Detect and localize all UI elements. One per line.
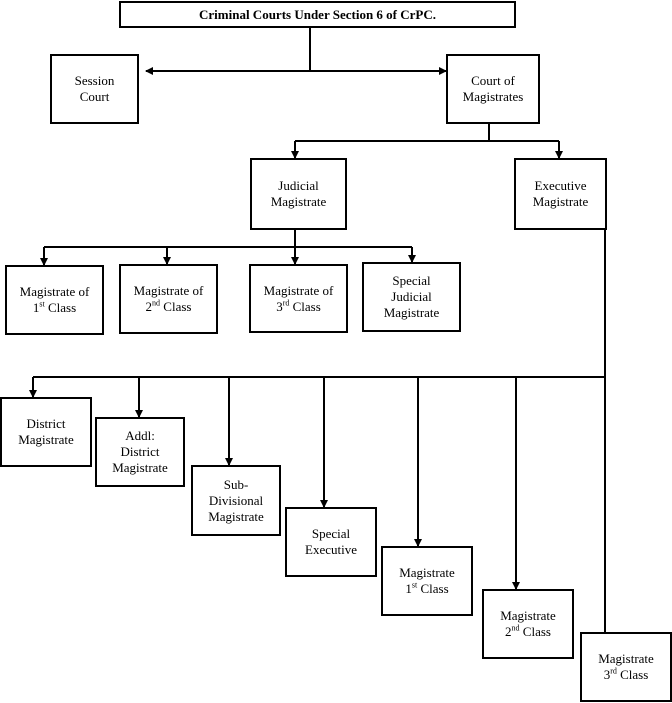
sub-divisional-magistrate-box: Sub- Divisional Magistrate (191, 465, 281, 536)
judicial-second-class-box: Magistrate of 2nd Class (119, 264, 218, 334)
judicial-third-class-line1: Magistrate of (263, 282, 334, 298)
judicial-magistrate-line2: Magistrate (270, 194, 327, 209)
executive-third-class-box: Magistrate 3rd Class (580, 632, 672, 702)
district-magistrate-line1: District (26, 416, 66, 431)
title-text: Criminal Courts Under Section 6 of CrPC. (199, 6, 436, 22)
judicial-second-class-line2: 2nd Class (145, 298, 192, 314)
court-of-magistrates-line2: Magistrates (462, 89, 524, 104)
session-court-line1: Session (74, 73, 115, 88)
executive-magistrate-line1: Executive (534, 178, 587, 193)
addl-district-magistrate-box: Addl: District Magistrate (95, 417, 185, 487)
executive-second-class-box: Magistrate 2nd Class (482, 589, 574, 659)
judicial-first-class-box: Magistrate of 1st Class (5, 265, 104, 335)
judicial-first-class-line2: 1st Class (32, 299, 77, 315)
special-judicial-magistrate-box: Special Judicial Magistrate (362, 262, 461, 332)
court-of-magistrates-line1: Court of (471, 73, 515, 88)
executive-magistrate-box: Executive Magistrate (514, 158, 607, 230)
addl-district-line2: District (120, 444, 160, 459)
executive-third-class-line2: 3rd Class (603, 666, 649, 682)
session-court-line2: Court (79, 89, 110, 104)
executive-first-class-line1: Magistrate (399, 565, 455, 580)
title-box: Criminal Courts Under Section 6 of CrPC. (119, 1, 516, 28)
judicial-second-class-line1: Magistrate of (133, 283, 204, 298)
special-executive-box: Special Executive (285, 507, 377, 577)
executive-first-class-line2: 1st Class (405, 580, 449, 596)
court-of-magistrates-box: Court of Magistrates (446, 54, 540, 124)
special-judicial-line3: Magistrate (383, 305, 440, 320)
executive-second-class-line2: 2nd Class (505, 623, 551, 639)
session-court-box: Session Court (50, 54, 139, 124)
special-judicial-line2: Judicial (391, 289, 432, 304)
judicial-first-class-line1: Magistrate of (19, 284, 90, 299)
judicial-magistrate-line1: Judicial (278, 178, 319, 193)
special-judicial-line1: Special (392, 273, 431, 288)
special-executive-line2: Executive (305, 542, 357, 557)
judicial-third-class-box: Magistrate of 3rd Class (249, 264, 348, 333)
addl-district-line3: Magistrate (112, 460, 168, 475)
sub-divisional-line2: Divisional (208, 492, 264, 508)
executive-first-class-box: Magistrate 1st Class (381, 546, 473, 616)
judicial-magistrate-box: Judicial Magistrate (250, 158, 347, 230)
sub-divisional-line3: Magistrate (208, 508, 264, 524)
judicial-third-class-line2: 3rd Class (276, 298, 321, 314)
sub-divisional-line1: Sub- (223, 476, 249, 492)
district-magistrate-box: District Magistrate (0, 397, 92, 467)
executive-third-class-line1: Magistrate (598, 651, 654, 666)
district-magistrate-line2: Magistrate (18, 432, 74, 447)
special-executive-line1: Special (311, 526, 351, 541)
executive-magistrate-line2: Magistrate (532, 194, 589, 209)
executive-second-class-line1: Magistrate (500, 608, 556, 623)
addl-district-line1: Addl: (125, 428, 155, 443)
